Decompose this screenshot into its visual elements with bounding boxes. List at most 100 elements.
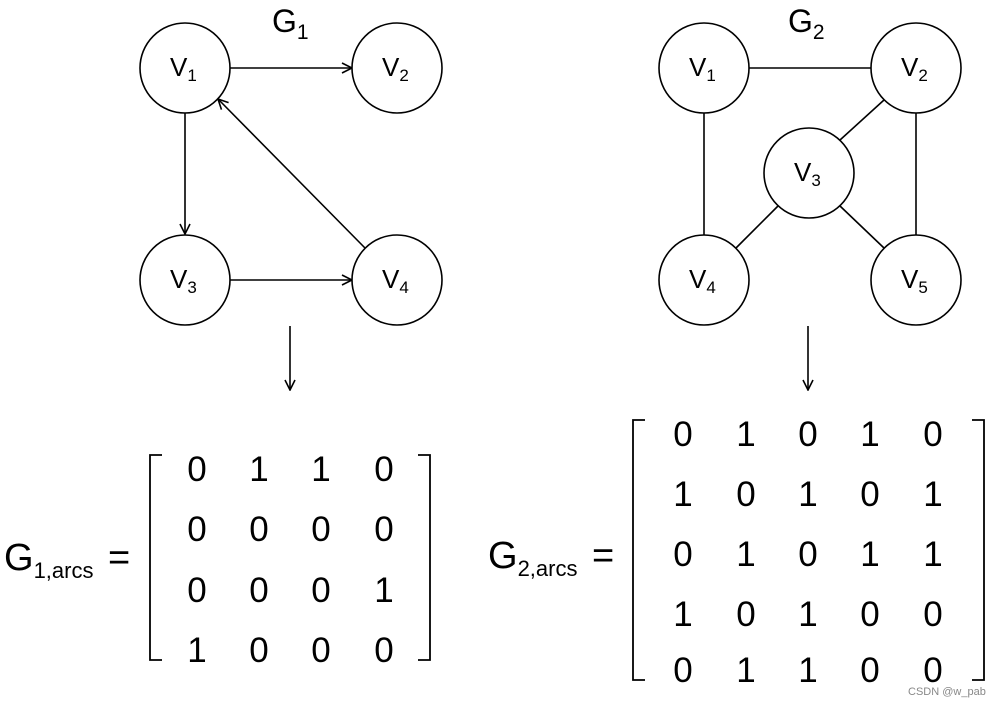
matrix-g2-cells: 0 1 0 1 0 1 0 1 0 1 0 1 0 1 1 1 0 1 0 0 … bbox=[673, 415, 942, 690]
matrix-g1-cell: 0 bbox=[374, 450, 393, 489]
graph-g2-title-subscript: 2 bbox=[813, 21, 825, 44]
g1-node-v4-circle bbox=[351, 234, 443, 326]
matrix-g2-cell: 1 bbox=[736, 535, 755, 574]
graph-g1-node-v3: V3 bbox=[139, 234, 231, 326]
g1-node-v2-label: V2 bbox=[382, 52, 409, 85]
g1-node-v4-label: V4 bbox=[382, 264, 409, 297]
matrix-g1-cell: 1 bbox=[374, 571, 393, 610]
matrix-g2-cell: 0 bbox=[673, 651, 692, 690]
graph-g2-node-v4: V4 bbox=[658, 234, 750, 326]
matrix-g1: G1,arcs = 0 1 1 0 0 0 0 0 0 0 0 1 1 0 0 … bbox=[4, 450, 431, 670]
matrix-g2-right-bracket bbox=[972, 419, 985, 681]
g2-node-v2-label: V2 bbox=[901, 52, 928, 85]
matrix-g2-label-letter: G bbox=[488, 535, 518, 577]
graph-g2-edges bbox=[703, 67, 917, 249]
matrix-g1-cell: 0 bbox=[311, 631, 330, 670]
matrix-g1-cells: 0 1 1 0 0 0 0 0 0 0 0 1 1 0 0 0 bbox=[187, 450, 393, 670]
graph-g1-title-letter: G bbox=[272, 3, 297, 39]
graph-g2-title-letter: G bbox=[788, 3, 813, 39]
graph-g2-title: G2 bbox=[788, 3, 825, 44]
matrix-g1-cell: 1 bbox=[311, 450, 330, 489]
matrix-g2-cell: 0 bbox=[798, 415, 817, 454]
matrix-g2-cell: 1 bbox=[798, 595, 817, 634]
matrix-g2-cell: 0 bbox=[923, 595, 942, 634]
matrix-g1-cell: 1 bbox=[187, 631, 206, 670]
matrix-g2-cell: 1 bbox=[923, 475, 942, 514]
matrix-g1-cell: 0 bbox=[311, 571, 330, 610]
graph-g1-node-v4: V4 bbox=[351, 234, 443, 326]
matrix-g2-cell: 1 bbox=[860, 415, 879, 454]
g2-node-v4-label: V4 bbox=[689, 264, 716, 297]
matrix-g2-cell: 0 bbox=[860, 651, 879, 690]
g1-node-v3-circle bbox=[139, 234, 231, 326]
matrix-g2-cell: 1 bbox=[673, 595, 692, 634]
matrix-g1-cell: 0 bbox=[249, 510, 268, 549]
matrix-g2-equals: = bbox=[592, 535, 614, 577]
matrix-g1-cell: 0 bbox=[311, 510, 330, 549]
matrix-g1-cell: 0 bbox=[187, 510, 206, 549]
matrix-g2-cell: 0 bbox=[860, 475, 879, 514]
matrix-g2-left-bracket bbox=[632, 419, 645, 681]
g1-node-v1-label: V1 bbox=[170, 52, 197, 85]
g2-edge-v3-v4 bbox=[735, 205, 779, 249]
matrix-g1-cell: 0 bbox=[249, 571, 268, 610]
matrix-g1-right-bracket bbox=[418, 454, 431, 661]
matrix-g1-cell: 0 bbox=[187, 450, 206, 489]
matrix-g2-cell: 0 bbox=[736, 595, 755, 634]
graph-g2-node-v5: V5 bbox=[870, 234, 962, 326]
g1-node-v3-label: V3 bbox=[170, 264, 197, 297]
matrix-g2-cell: 0 bbox=[860, 595, 879, 634]
matrix-g2-cell: 1 bbox=[860, 535, 879, 574]
graph-g2-node-v3: V3 bbox=[763, 127, 855, 219]
g2-node-v3-label: V3 bbox=[794, 157, 821, 190]
matrix-g2-cell: 1 bbox=[673, 475, 692, 514]
graph-g1-edges bbox=[185, 68, 366, 280]
g2-edge-v2-v3 bbox=[839, 99, 885, 141]
g2-node-v5-circle bbox=[870, 234, 962, 326]
matrix-g2: G2,arcs = 0 1 0 1 0 1 0 1 0 1 0 1 0 1 1 … bbox=[488, 415, 985, 690]
matrix-g2-cell: 0 bbox=[923, 651, 942, 690]
watermark: CSDN @w_pab bbox=[908, 686, 986, 698]
graph-g2: G2 V1 V2 V3 bbox=[658, 3, 962, 390]
graph-g2-node-v1: V1 bbox=[658, 22, 750, 114]
graph-g1-title-subscript: 1 bbox=[297, 21, 309, 44]
matrix-g2-cell: 1 bbox=[923, 535, 942, 574]
matrix-g1-cell: 0 bbox=[187, 571, 206, 610]
matrix-g2-cell: 0 bbox=[923, 415, 942, 454]
matrix-g2-cell: 1 bbox=[798, 475, 817, 514]
matrix-g1-label-letter: G bbox=[4, 537, 34, 579]
graph-g1: G1 V1 V2 V3 bbox=[139, 3, 443, 390]
g2-node-v5-label: V5 bbox=[901, 264, 928, 297]
matrix-g1-cell: 0 bbox=[249, 631, 268, 670]
graph-g1-title: G1 bbox=[272, 3, 309, 44]
matrix-g1-cell: 0 bbox=[374, 631, 393, 670]
matrix-g2-cell: 0 bbox=[673, 535, 692, 574]
matrix-g2-label-subscript: 2,arcs bbox=[518, 556, 578, 581]
matrix-g1-equals: = bbox=[108, 537, 130, 579]
matrix-g1-cell: 1 bbox=[249, 450, 268, 489]
g2-node-v3-circle bbox=[763, 127, 855, 219]
g2-node-v1-circle bbox=[658, 22, 750, 114]
graph-g2-node-v2: V2 bbox=[870, 22, 962, 114]
g2-node-v2-circle bbox=[870, 22, 962, 114]
g2-edge-v3-v5 bbox=[839, 205, 885, 249]
g2-node-v1-label: V1 bbox=[689, 52, 716, 85]
g1-node-v2-circle bbox=[351, 22, 443, 114]
matrix-g2-cell: 0 bbox=[736, 475, 755, 514]
graph-g1-node-v2: V2 bbox=[351, 22, 443, 114]
matrix-g2-cell: 0 bbox=[673, 415, 692, 454]
matrix-g2-cell: 1 bbox=[798, 651, 817, 690]
matrix-g1-cell: 0 bbox=[374, 510, 393, 549]
matrix-g2-cell: 1 bbox=[736, 651, 755, 690]
g1-node-v1-circle bbox=[139, 22, 231, 114]
graph-g1-node-v1: V1 bbox=[139, 22, 231, 114]
matrix-g2-cell: 1 bbox=[736, 415, 755, 454]
g1-edge-v4-v1 bbox=[218, 99, 366, 249]
matrix-g1-label: G1,arcs bbox=[4, 537, 93, 583]
matrix-g2-label: G2,arcs bbox=[488, 535, 577, 581]
matrix-g2-cell: 0 bbox=[798, 535, 817, 574]
g2-node-v4-circle bbox=[658, 234, 750, 326]
matrix-g1-left-bracket bbox=[149, 454, 162, 661]
matrix-g1-label-subscript: 1,arcs bbox=[34, 558, 94, 583]
